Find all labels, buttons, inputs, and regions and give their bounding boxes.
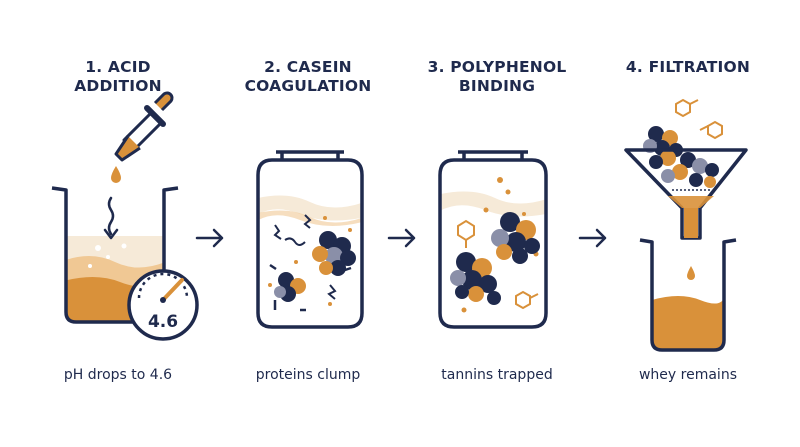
- casein-cluster: [491, 212, 540, 264]
- step-4-title: 4. FILTRATION: [625, 58, 751, 76]
- step-4-caption: whey remains: [638, 367, 737, 383]
- funnel-icon: [624, 126, 748, 240]
- casein-cluster: [312, 231, 356, 276]
- jar-icon: [438, 150, 548, 329]
- arrow-right-icon: [578, 228, 607, 248]
- step-1-title: 1. ACID ADDITION: [74, 58, 162, 95]
- arrow-right-icon: [195, 228, 224, 248]
- casein-cluster: [274, 272, 306, 302]
- step-3-caption: tannins trapped: [441, 367, 553, 383]
- step-1-caption: pH drops to 4.6: [63, 367, 173, 383]
- molecule-icon: [457, 219, 539, 310]
- molecule-icon: [675, 98, 723, 140]
- gauge-icon: 4.6: [127, 269, 199, 341]
- gauge-value: 4.6: [148, 312, 178, 332]
- step-2-title: 2. CASEIN COAGULATION: [244, 58, 372, 95]
- beaker-icon: [639, 238, 737, 352]
- dropper-icon: [114, 91, 174, 162]
- step-3-title: 3. POLYPHENOL BINDING: [427, 58, 567, 95]
- step-2-caption: proteins clump: [255, 367, 361, 383]
- casein-cluster: [450, 252, 501, 305]
- jar-icon: [256, 150, 364, 329]
- acid-drop-icon: [111, 166, 121, 183]
- casein-cluster: [643, 126, 719, 188]
- arrow-right-icon: [387, 228, 416, 248]
